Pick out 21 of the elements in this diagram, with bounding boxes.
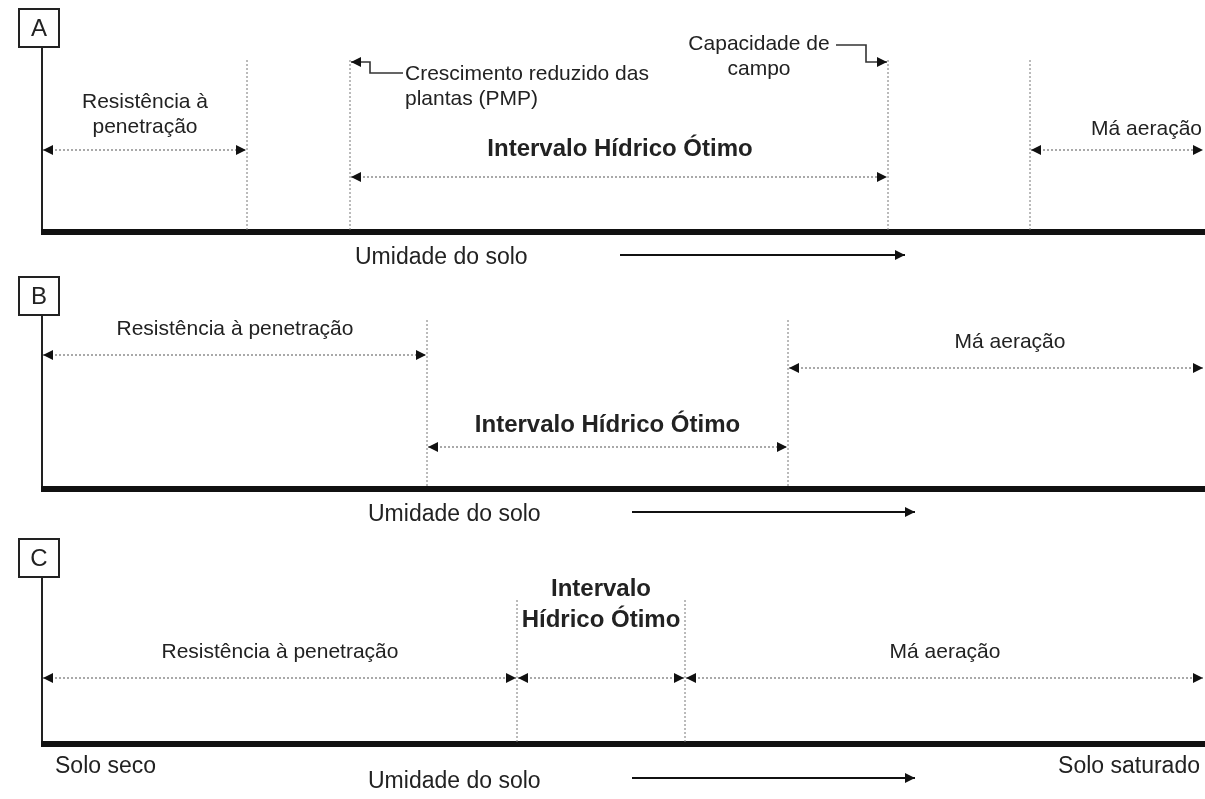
leader-line xyxy=(835,44,888,67)
panel-letter-box: B xyxy=(18,276,60,316)
leader-label: Crescimento reduzido das plantas (PMP) xyxy=(405,60,680,110)
range-title: Intervalo Hídrico Ótimo xyxy=(520,573,682,634)
panel-letter-box: C xyxy=(18,538,60,578)
range-label: Má aeração xyxy=(888,638,1002,663)
axis-label: Umidade do solo xyxy=(355,243,529,270)
range-label: Má aeração xyxy=(953,328,1067,353)
axis-end-label: Solo saturado xyxy=(1057,752,1200,779)
range-title: Intervalo Hídrico Ótimo xyxy=(473,410,742,438)
range-label: Má aeração xyxy=(1090,115,1202,140)
axis-end-label: Solo seco xyxy=(55,752,157,779)
leader-label: Capacidade de campo xyxy=(684,30,834,80)
range-label: Resistência à penetração xyxy=(160,638,400,663)
axis-label: Umidade do solo xyxy=(368,767,542,794)
panel-letter-box: A xyxy=(18,8,60,48)
range-label: Resistência à penetração xyxy=(80,88,210,138)
leader-line xyxy=(350,57,404,74)
range-label: Resistência à penetração xyxy=(115,315,355,340)
axis-label: Umidade do solo xyxy=(368,500,542,527)
range-title: Intervalo Hídrico Ótimo xyxy=(486,134,754,162)
